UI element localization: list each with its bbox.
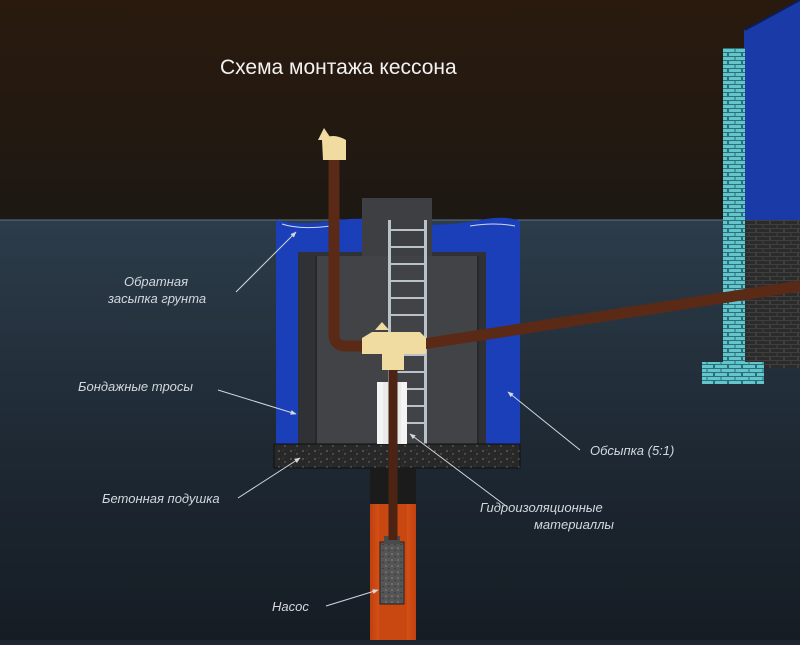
label-backfill-2: засыпка грунта [107, 291, 206, 306]
label-pump: Насос [272, 599, 309, 614]
labels: Обратная засыпка грунта Бондажные тросы … [78, 274, 674, 614]
label-concrete-pad: Бетонная подушка [102, 491, 220, 506]
label-waterproofing-2: материаллы [534, 517, 614, 532]
outlet-elbow [322, 136, 346, 160]
riser-pipe [328, 156, 372, 352]
house-supply-pipe [409, 280, 800, 352]
label-backfill-1: Обратная [124, 274, 188, 289]
house [702, 0, 800, 384]
house-wall-edge [744, 0, 800, 31]
leader-lines [217, 231, 581, 607]
sky-area [0, 0, 800, 220]
leader-gravel [507, 391, 581, 451]
label-bandage-ropes: Бондажные тросы [78, 379, 193, 394]
outlet-arrow [318, 128, 332, 140]
ladder-rail-right [424, 220, 427, 445]
leader-waterproofing [409, 433, 507, 507]
leader-backfill [235, 231, 297, 293]
leader-bandage [217, 389, 297, 415]
tee-arrow [375, 322, 389, 330]
label-gravel-fill: Обсыпка (5:1) [590, 443, 674, 458]
brick-footing [702, 362, 764, 384]
pump [379, 541, 405, 605]
leader-concrete [237, 457, 301, 499]
tee-fitting [362, 332, 426, 370]
leader-pump [325, 589, 379, 607]
backfill-highlight [281, 223, 516, 229]
brick-column [723, 48, 745, 368]
label-waterproofing-1: Гидроизоляционные [480, 500, 603, 515]
pipes [318, 128, 800, 540]
diagram-title: Схема монтажа кессона [220, 56, 457, 79]
